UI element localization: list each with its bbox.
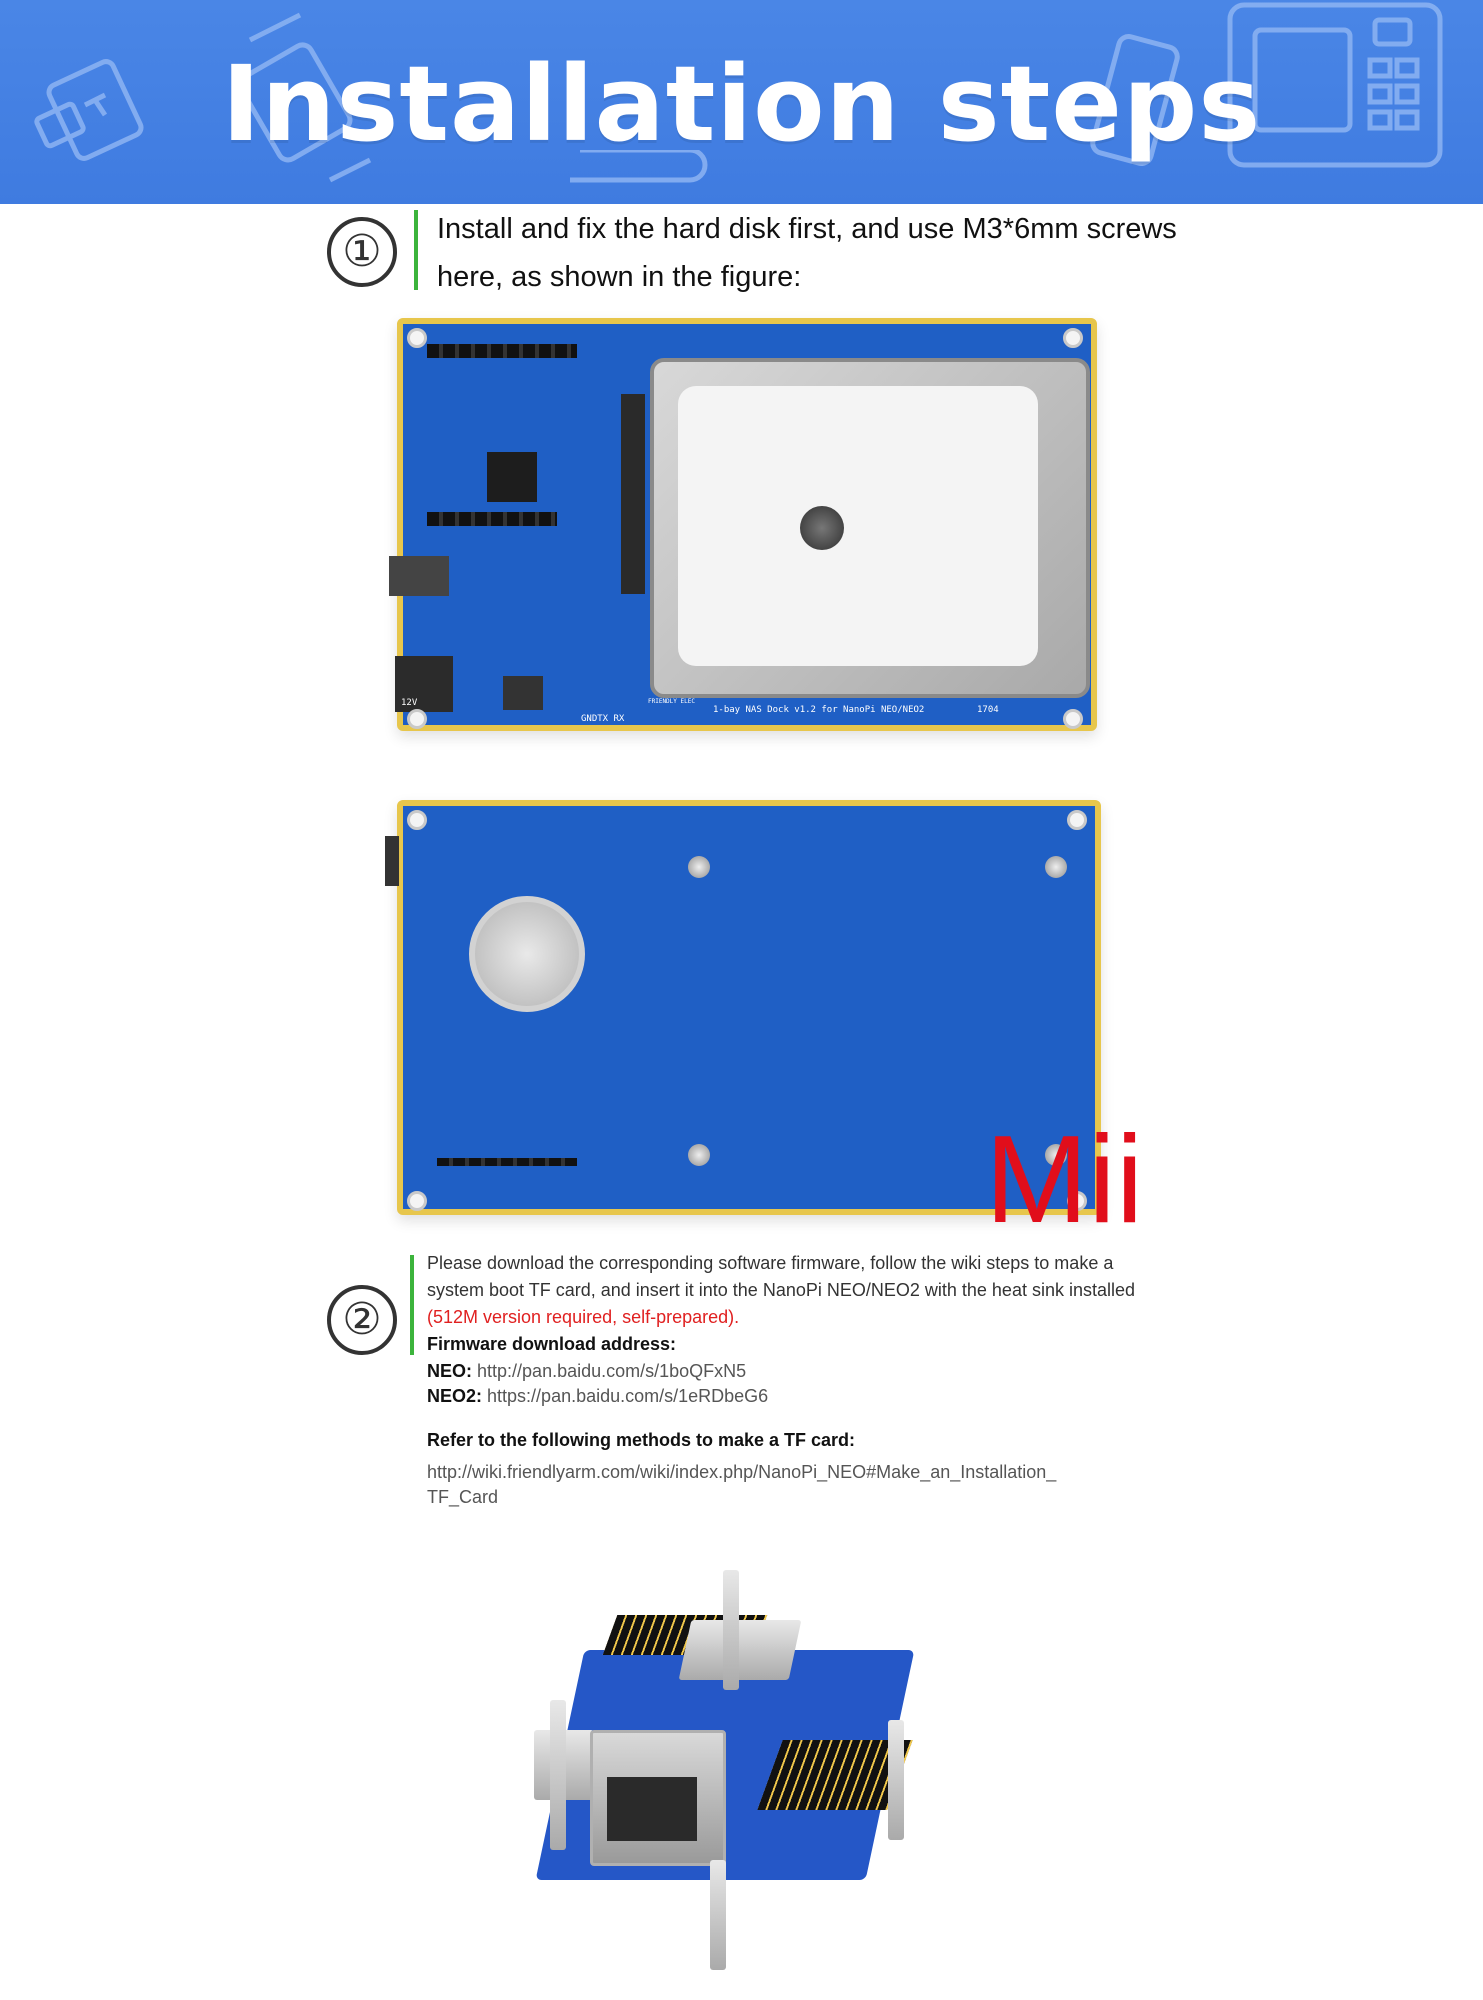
watermark: Mii xyxy=(985,1111,1144,1249)
step-2-line-1: Please download the corresponding softwa… xyxy=(427,1253,1114,1273)
mount-hole xyxy=(1063,709,1083,729)
screw-standoff xyxy=(1045,1144,1067,1166)
screw-standoff xyxy=(688,856,710,878)
step-1-instructions: Install and fix the hard disk first, and… xyxy=(437,205,1237,301)
nas-dock-board-front: 12V GNDTX RX FRIENDLY ELEC 1-bay NAS Doc… xyxy=(389,318,1097,731)
hard-disk-spindle xyxy=(800,506,844,550)
step-1-marker: ① xyxy=(327,217,397,287)
pin-header xyxy=(427,344,577,358)
step-2-marker: ② xyxy=(327,1285,397,1355)
neo2-label: NEO2: xyxy=(427,1386,483,1406)
smartwatch-icon xyxy=(238,12,372,183)
mount-hole xyxy=(407,328,427,348)
neo2-download: NEO2: https://pan.baidu.com/s/1eRDbeG6 xyxy=(427,1383,768,1410)
neo-label: NEO: xyxy=(427,1361,472,1381)
neo2-url-link[interactable]: https://pan.baidu.com/s/1eRDbeG6 xyxy=(487,1386,769,1406)
step-2-divider xyxy=(410,1255,414,1355)
neo-url-link[interactable]: http://pan.baidu.com/s/1boQFxN5 xyxy=(477,1361,747,1381)
pin-row xyxy=(437,1158,577,1166)
tf-card-url-line-2: TF_Card xyxy=(427,1487,499,1507)
mount-hole xyxy=(1067,810,1087,830)
standoff-post xyxy=(888,1720,904,1840)
side-switch xyxy=(385,836,399,886)
board-label: 1-bay NAS Dock v1.2 for NanoPi NEO/NEO2 xyxy=(713,705,925,715)
ethernet-socket xyxy=(607,1777,697,1841)
header-banner: Installation steps xyxy=(0,0,1483,204)
power-jack xyxy=(389,556,449,596)
tf-card-url-link[interactable]: http://wiki.friendlyarm.com/wiki/index.p… xyxy=(427,1459,1056,1511)
board-code: 1704 xyxy=(977,705,999,715)
nas-dock-board-back xyxy=(385,800,1101,1215)
mount-hole xyxy=(407,1191,427,1211)
pin-header-2 xyxy=(427,512,557,526)
pos-terminal-icon xyxy=(1227,2,1443,168)
nanopi-neo-board xyxy=(520,1560,940,1980)
ethernet-port xyxy=(590,1730,726,1866)
standoff-post xyxy=(723,1570,739,1690)
tf-card-slot xyxy=(678,1620,802,1680)
mount-hole xyxy=(1067,1191,1087,1211)
step-1-line-2: here, as shown in the figure: xyxy=(437,261,802,293)
step-2-note: (512M version required, self-prepared). xyxy=(427,1307,740,1327)
hard-disk xyxy=(650,358,1090,698)
standoff-post xyxy=(710,1860,726,1970)
battery-icon xyxy=(469,896,585,1012)
inductor xyxy=(503,676,543,710)
step-1-line-1: Install and fix the hard disk first, and… xyxy=(437,213,1177,245)
page-title: Installation steps xyxy=(221,43,1262,165)
screw-standoff xyxy=(688,1144,710,1166)
uart-label: GNDTX RX xyxy=(581,714,625,724)
firmware-heading: Firmware download address: xyxy=(427,1334,677,1354)
neo-download: NEO: http://pan.baidu.com/s/1boQFxN5 xyxy=(427,1358,746,1385)
usb-drive-icon xyxy=(34,59,144,161)
paperclip-icon xyxy=(570,150,708,183)
mount-hole xyxy=(407,709,427,729)
screw-standoff xyxy=(1045,856,1067,878)
phone-icon xyxy=(1090,34,1180,166)
standoff-post xyxy=(550,1700,566,1850)
hard-disk-label xyxy=(678,386,1038,666)
sata-connector xyxy=(621,394,645,594)
dc-jack xyxy=(395,656,453,712)
controller-chip xyxy=(487,452,537,502)
step-2-line-2: system boot TF card, and insert it into … xyxy=(427,1280,1136,1300)
tf-card-url-line-1: http://wiki.friendlyarm.com/wiki/index.p… xyxy=(427,1462,1057,1482)
brand-label: FRIENDLY ELEC xyxy=(648,698,695,705)
power-label: 12V xyxy=(401,698,418,708)
mount-hole xyxy=(407,810,427,830)
step-1-divider xyxy=(414,210,418,290)
mount-hole xyxy=(1063,328,1083,348)
tf-card-heading: Refer to the following methods to make a… xyxy=(427,1430,856,1450)
